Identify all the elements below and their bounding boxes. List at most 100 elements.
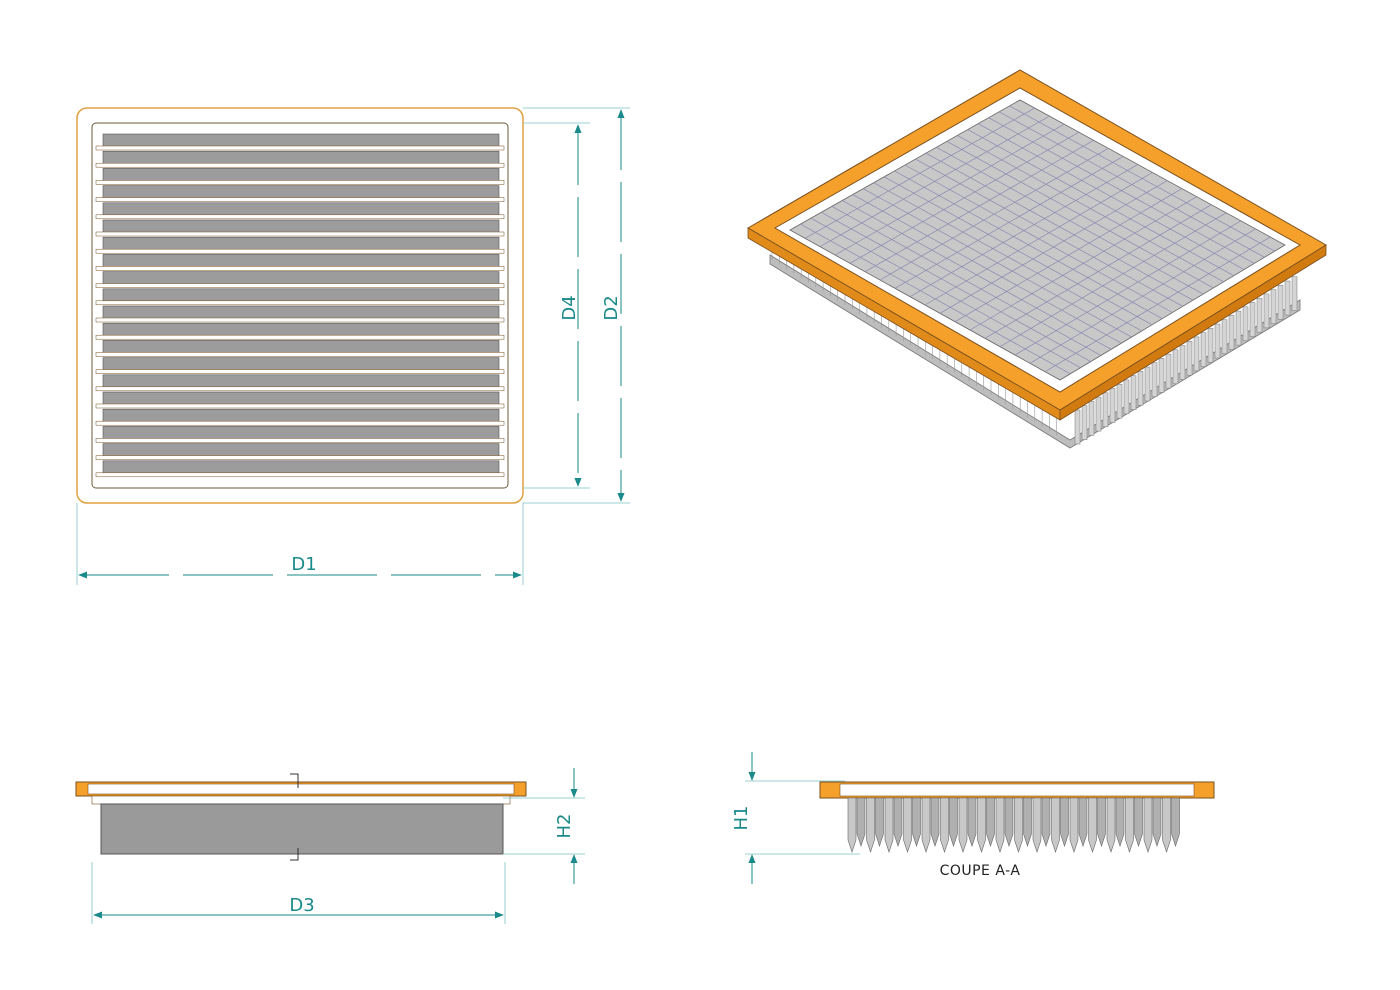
section-pleat	[1106, 797, 1116, 853]
pleat-row	[102, 288, 500, 303]
pleat-separator	[95, 403, 505, 409]
pleat-separator	[95, 162, 505, 168]
pleat-separator	[95, 197, 505, 202]
iso-grid-line	[939, 180, 1168, 314]
iso-pleat	[1214, 323, 1221, 359]
d2-label: D2	[601, 295, 622, 320]
pleat-separator	[95, 214, 505, 220]
pleat-row	[102, 202, 500, 217]
iso-pleat	[1228, 315, 1235, 350]
pleat-row	[102, 340, 500, 354]
pleat-row	[102, 133, 500, 148]
iso-pleat	[1144, 366, 1151, 402]
iso-grid-line	[849, 131, 1080, 264]
iso-media-bottom	[769, 254, 1301, 449]
iso-grid-line	[879, 148, 1109, 281]
iso-pleat	[1081, 405, 1088, 440]
iso-pleat	[1088, 401, 1095, 436]
vertical-dimensions: D4 D2	[523, 107, 630, 504]
section-pleat	[912, 797, 921, 847]
iso-grid-line	[864, 139, 1094, 272]
section-pleat	[958, 797, 968, 853]
iso-grid-line	[984, 204, 1212, 339]
pleat-separator	[95, 369, 505, 374]
section-marker-bottom	[290, 848, 299, 861]
pleat-separator	[95, 438, 505, 443]
isometric-view	[747, 69, 1327, 449]
front-frame-inner	[87, 783, 515, 795]
section-pleat	[847, 797, 857, 853]
pleat-row	[102, 322, 500, 337]
pleat-separator	[95, 352, 505, 357]
iso-pleat	[1235, 310, 1242, 346]
pleat-row	[102, 185, 500, 199]
h2-dimension: H2	[503, 768, 585, 884]
h1-dimension: H1	[731, 752, 860, 884]
iso-pleat	[1277, 285, 1284, 320]
section-pleat	[1060, 797, 1069, 847]
d3-dimension: D3	[91, 862, 506, 924]
iso-pleat	[1074, 409, 1081, 445]
d3-label: D3	[289, 895, 314, 916]
section-pleat	[1162, 797, 1171, 853]
pleat-row	[102, 271, 500, 285]
iso-pleat	[1102, 392, 1109, 428]
iso-pleat	[1130, 375, 1137, 410]
section-pleat	[893, 797, 903, 847]
iso-pleat	[1186, 340, 1193, 376]
iso-pleat	[1291, 276, 1298, 311]
iso-grid-line	[999, 212, 1227, 347]
pleat-row	[102, 426, 500, 440]
pleat-separator	[95, 180, 505, 185]
pleat-row	[102, 168, 500, 182]
section-pleat	[986, 797, 995, 847]
iso-grid-line	[909, 164, 1138, 297]
section-pleat	[1041, 797, 1051, 847]
section-pleat	[1023, 797, 1032, 847]
iso-pleat	[1249, 302, 1256, 337]
section-pleat	[1069, 797, 1079, 853]
d1-label: D1	[291, 554, 316, 575]
section-pleat	[1014, 797, 1023, 853]
section-pleat	[903, 797, 912, 853]
iso-grid	[800, 105, 1275, 375]
iso-pleat	[1193, 336, 1200, 372]
iso-pleat	[1172, 349, 1179, 385]
iso-pleat	[1179, 345, 1186, 380]
section-pleat	[1078, 797, 1088, 847]
iso-pleat	[1116, 383, 1123, 419]
section-pleat	[884, 797, 894, 853]
section-pleat	[1097, 797, 1106, 847]
pleat-separator	[95, 283, 505, 288]
iso-grid-line	[1044, 236, 1271, 372]
iso-grid-line	[924, 172, 1153, 306]
section-pleat	[1143, 797, 1153, 853]
front-media	[100, 803, 504, 855]
section-pleat	[1088, 797, 1097, 853]
section-pleats	[847, 797, 1180, 853]
pleat-separator	[95, 420, 505, 426]
section-pleat	[1004, 797, 1014, 847]
pleat-row	[102, 391, 500, 406]
pleat-separator	[95, 472, 505, 478]
section-pleat	[967, 797, 977, 847]
iso-grid-line	[819, 115, 1050, 247]
iso-pleat	[1095, 396, 1102, 432]
pleat-row	[102, 150, 500, 165]
d1-dimension: D1	[76, 503, 524, 585]
iso-grid-line	[834, 123, 1065, 256]
pleat-row	[102, 219, 500, 234]
pleat-separator	[95, 266, 505, 271]
pleat-row	[102, 254, 500, 268]
d4-label: D4	[559, 295, 580, 320]
section-view: COUPE A-A	[819, 781, 1215, 879]
iso-pleat	[1109, 388, 1116, 423]
section-pleat	[977, 797, 986, 853]
section-pleat	[921, 797, 931, 853]
pleat-row	[102, 408, 500, 423]
iso-grid-line	[954, 188, 1183, 322]
front-frame-lip	[91, 795, 511, 805]
pleat-row	[102, 374, 500, 389]
section-label: COUPE A-A	[940, 863, 1021, 879]
